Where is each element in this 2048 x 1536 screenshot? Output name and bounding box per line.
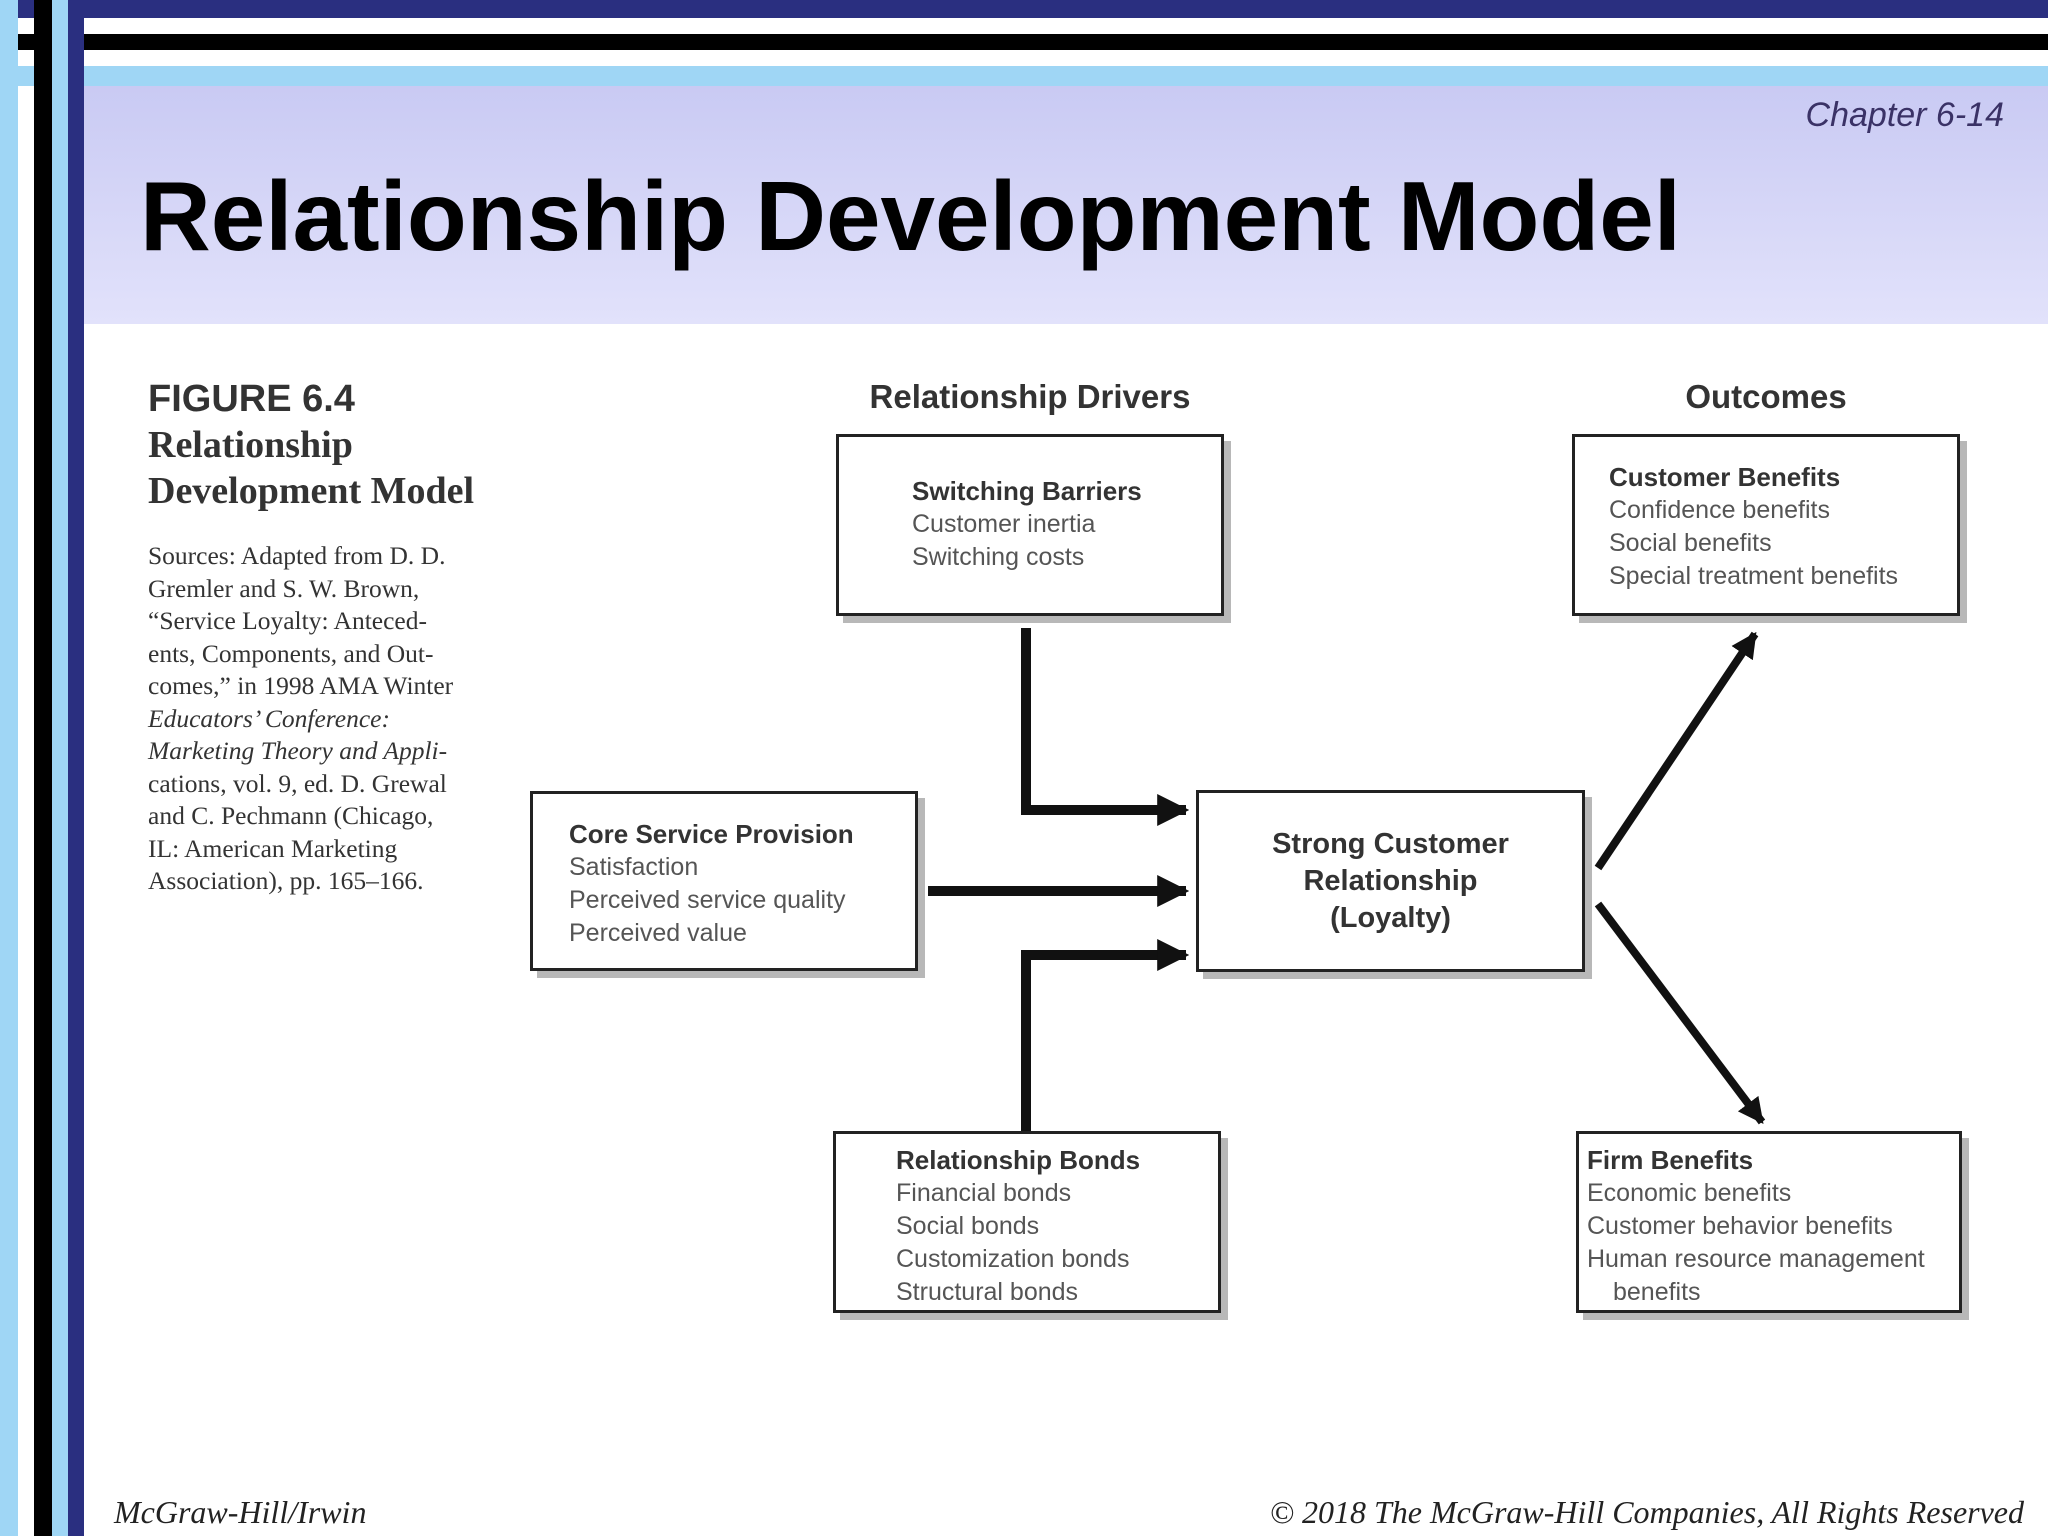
arrow-switching-barriers bbox=[1021, 628, 1190, 827]
center-line: (Loyalty) bbox=[1330, 901, 1451, 934]
source-line: ents, Components, and Out- bbox=[148, 638, 434, 668]
source-line: Marketing Theory and Appli- bbox=[148, 736, 448, 765]
box-item: Social benefits bbox=[1609, 529, 1772, 557]
box-item: Perceived value bbox=[569, 919, 747, 947]
box-title: Core Service Provision bbox=[569, 819, 854, 849]
center-line: Strong Customer bbox=[1272, 827, 1509, 860]
switching-barriers-box: Switching Barriers Customer inertia Swit… bbox=[836, 434, 1224, 616]
box-title: Customer Benefits bbox=[1609, 462, 1841, 492]
strong-customer-relationship-box: Strong Customer Relationship (Loyalty) bbox=[1196, 790, 1585, 972]
box-item: Customization bonds bbox=[896, 1245, 1130, 1273]
figure-number: FIGURE 6.4 bbox=[148, 378, 355, 420]
box-item: Perceived service quality bbox=[569, 886, 846, 914]
box-item: Economic benefits bbox=[1587, 1179, 1792, 1207]
box-item: Confidence benefits bbox=[1609, 496, 1830, 524]
source-line: Association), pp. 165–166. bbox=[148, 866, 424, 895]
slide-title: Relationship Development Model bbox=[140, 161, 1681, 271]
center-line: Relationship bbox=[1303, 864, 1478, 897]
source-line: Gremler and S. W. Brown, bbox=[148, 573, 420, 603]
box-item: Satisfaction bbox=[569, 853, 699, 881]
top-light-stripe bbox=[0, 66, 2048, 86]
left-light-stripe-2 bbox=[52, 0, 68, 1536]
top-navy-stripe bbox=[0, 0, 2048, 18]
outcomes-header: Outcomes bbox=[1685, 378, 1847, 415]
box-item: Special treatment benefits bbox=[1609, 562, 1899, 590]
relationship-bonds-box: Relationship Bonds Financial bonds Socia… bbox=[833, 1131, 1221, 1313]
box-item: Social bonds bbox=[896, 1212, 1040, 1240]
figure-name-line: Development Model bbox=[148, 470, 475, 512]
box-item: Customer behavior benefits bbox=[1587, 1212, 1893, 1240]
header-band bbox=[84, 86, 2048, 324]
customer-benefits-box: Customer Benefits Confidence benefits So… bbox=[1572, 434, 1960, 616]
box-item: Financial bonds bbox=[896, 1179, 1072, 1207]
box-item: benefits bbox=[1613, 1278, 1701, 1306]
arrow-customer-benefits bbox=[1594, 631, 1759, 871]
box-item: Human resource management bbox=[1587, 1245, 1925, 1273]
figure-name-line: Relationship bbox=[148, 424, 353, 466]
source-line: comes,” in 1998 AMA Winter bbox=[148, 671, 454, 700]
figure-name: Relationship Development Model bbox=[148, 422, 508, 514]
source-line: cations, vol. 9, ed. D. Grewal bbox=[148, 768, 447, 798]
box-title: Switching Barriers bbox=[912, 476, 1142, 506]
core-service-box: Core Service Provision Satisfaction Perc… bbox=[530, 791, 918, 971]
source-line: “Service Loyalty: Anteced- bbox=[148, 606, 427, 635]
box-title: Relationship Bonds bbox=[896, 1145, 1141, 1175]
drivers-header: Relationship Drivers bbox=[869, 378, 1191, 415]
firm-benefits-box: Firm Benefits Economic benefits Customer… bbox=[1576, 1131, 1962, 1313]
top-black-stripe bbox=[16, 34, 2048, 50]
left-black-stripe bbox=[34, 0, 52, 1536]
figure-source: Sources: Adapted from D. D. Gremler and … bbox=[148, 540, 488, 898]
footer-publisher: McGraw-Hill/Irwin bbox=[114, 1494, 367, 1530]
source-line: Educators’ Conference: bbox=[148, 703, 390, 733]
source-line: IL: American Marketing bbox=[148, 833, 398, 863]
left-light-stripe bbox=[0, 0, 18, 1536]
source-line: Sources: Adapted from D. D. bbox=[148, 541, 446, 570]
chapter-label: Chapter 6-14 bbox=[1805, 96, 2004, 134]
left-navy-stripe bbox=[68, 0, 84, 1536]
footer-copyright: © 2018 The McGraw-Hill Companies, All Ri… bbox=[1269, 1494, 2024, 1530]
arrow-firm-benefits bbox=[1594, 901, 1766, 1125]
box-title: Firm Benefits bbox=[1587, 1145, 1754, 1175]
box-item: Structural bonds bbox=[896, 1278, 1079, 1306]
box-item: Switching costs bbox=[912, 543, 1085, 571]
source-line: and C. Pechmann (Chicago, bbox=[148, 801, 434, 830]
arrow-relationship-bonds bbox=[1021, 938, 1190, 1132]
box-item: Customer inertia bbox=[912, 510, 1096, 538]
